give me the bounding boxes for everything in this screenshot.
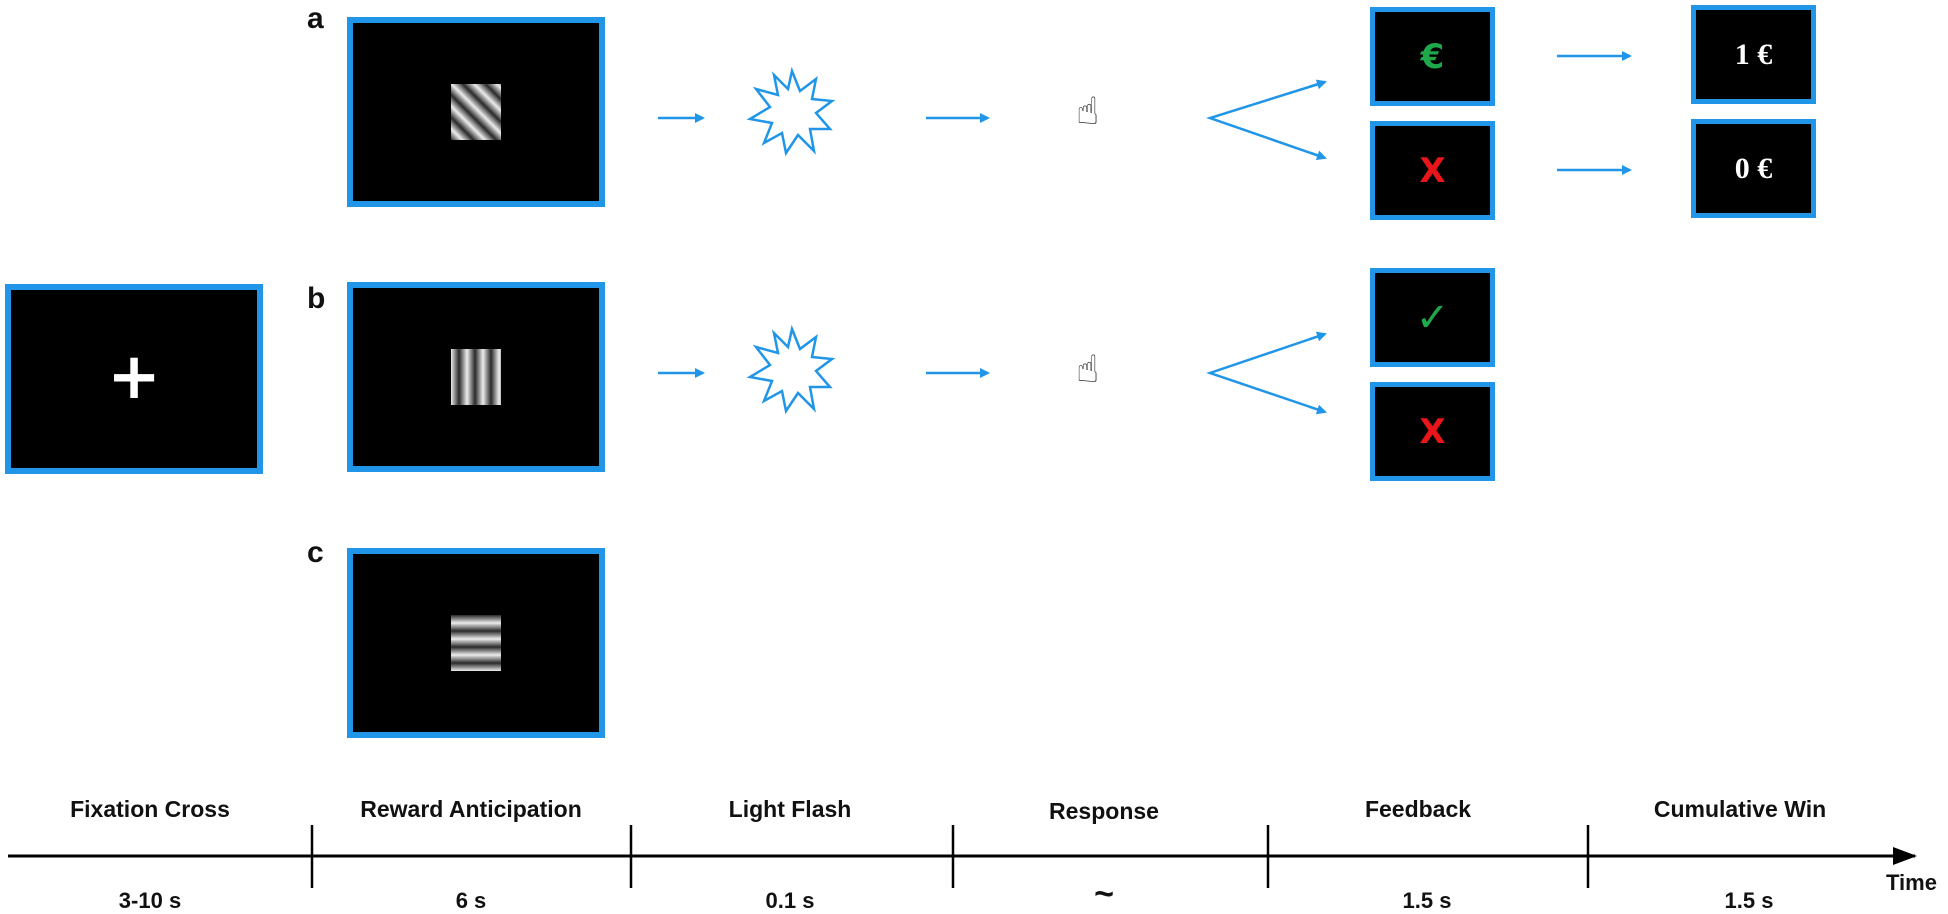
row-label-b: b	[307, 282, 326, 315]
duration-cumulative: 1.5 s	[1724, 888, 1774, 913]
phase-reward-anticipation: Reward Anticipation	[360, 796, 582, 822]
duration-flash: 0.1 s	[765, 888, 815, 913]
phase-feedback: Feedback	[1364, 796, 1472, 822]
horizontal-grating	[451, 615, 501, 671]
cumulative-win-value: 1 €	[1734, 37, 1773, 71]
vertical-grating	[451, 349, 501, 405]
branch-b	[1206, 332, 1326, 414]
starburst-icon	[746, 66, 836, 157]
duration-response: ~	[1094, 875, 1114, 913]
pointing-hand-icon: ☝	[1076, 89, 1100, 133]
duration-anticipation: 6 s	[455, 888, 487, 913]
phase-fixation-cross: Fixation Cross	[70, 796, 230, 822]
euro-icon: €	[1420, 36, 1445, 77]
starburst-icon	[746, 324, 836, 415]
cumulative-none-box: 0 €	[1691, 119, 1816, 218]
phase-light-flash: Light Flash	[728, 796, 852, 822]
duration-feedback: 1.5 s	[1402, 888, 1452, 913]
x-icon: X	[1419, 150, 1446, 191]
feedback-correct-box: ✓	[1370, 268, 1495, 367]
fixation-screen: +	[5, 284, 263, 474]
fixation-cross: +	[107, 340, 161, 415]
row-label-a: a	[307, 2, 324, 35]
row-label-c: c	[307, 536, 324, 569]
checkmark-icon: ✓	[1415, 294, 1450, 341]
diagonal-grating	[451, 84, 501, 140]
x-icon: X	[1419, 411, 1446, 452]
cumulative-win-box: 1 €	[1691, 5, 1816, 104]
pointing-hand-icon: ☝	[1076, 347, 1100, 391]
cumulative-none-value: 0 €	[1734, 151, 1773, 185]
duration-fixation: 3-10 s	[118, 888, 182, 913]
phase-cumulative-win: Cumulative Win	[1653, 796, 1827, 822]
feedback-loss-box-a: X	[1370, 121, 1495, 220]
branch-a	[1206, 80, 1326, 160]
time-axis-label: Time	[1886, 870, 1937, 895]
phase-response: Response	[1049, 798, 1159, 824]
stimulus-screen-a	[347, 17, 605, 207]
feedback-win-box: €	[1370, 7, 1495, 106]
stimulus-screen-c	[347, 548, 605, 738]
stimulus-screen-b	[347, 282, 605, 472]
feedback-wrong-box: X	[1370, 382, 1495, 481]
